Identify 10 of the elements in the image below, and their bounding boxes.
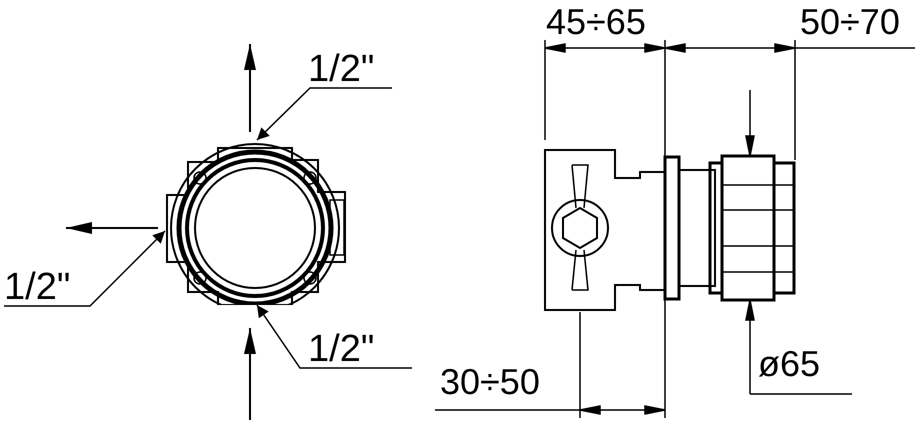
dimension-text: 50÷70 (800, 4, 900, 40)
dimension-text: ø65 (758, 346, 820, 382)
leader-line (4, 230, 166, 307)
dimension-text: 45÷65 (546, 4, 646, 40)
pipe-size-label: 1/2" (4, 268, 70, 306)
dimension-text: 30÷50 (440, 364, 540, 400)
pipe-size-label: 1/2" (308, 50, 374, 88)
leader-line (256, 87, 392, 141)
pipe-size-label: 1/2" (308, 330, 374, 368)
leader-line (256, 304, 412, 369)
